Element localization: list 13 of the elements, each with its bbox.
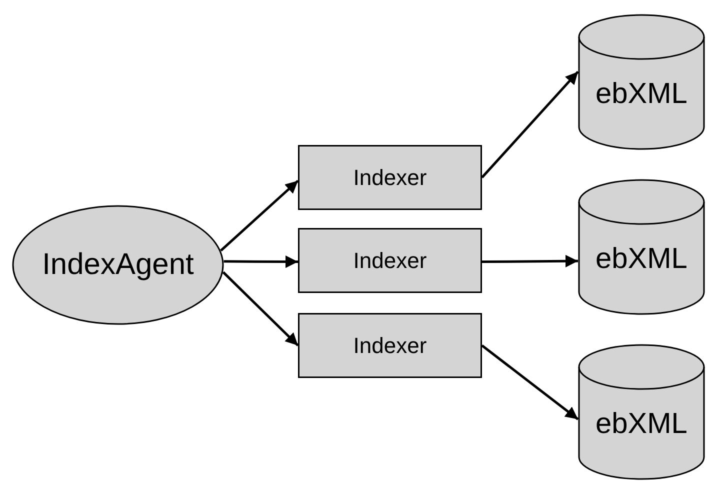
arrow xyxy=(481,70,579,178)
node-label: Indexer xyxy=(353,332,427,358)
arrow xyxy=(224,255,298,268)
arrow xyxy=(220,180,299,252)
node-label: ebXML xyxy=(596,78,688,111)
node-label: ebXML xyxy=(596,408,688,441)
arrow xyxy=(222,271,299,346)
node-label: Indexer xyxy=(353,164,427,190)
node-label: IndexAgent xyxy=(42,248,194,282)
arrow xyxy=(481,344,579,420)
arrow xyxy=(482,254,578,268)
node-label: ebXML xyxy=(596,243,688,276)
node-label: Indexer xyxy=(353,248,427,274)
